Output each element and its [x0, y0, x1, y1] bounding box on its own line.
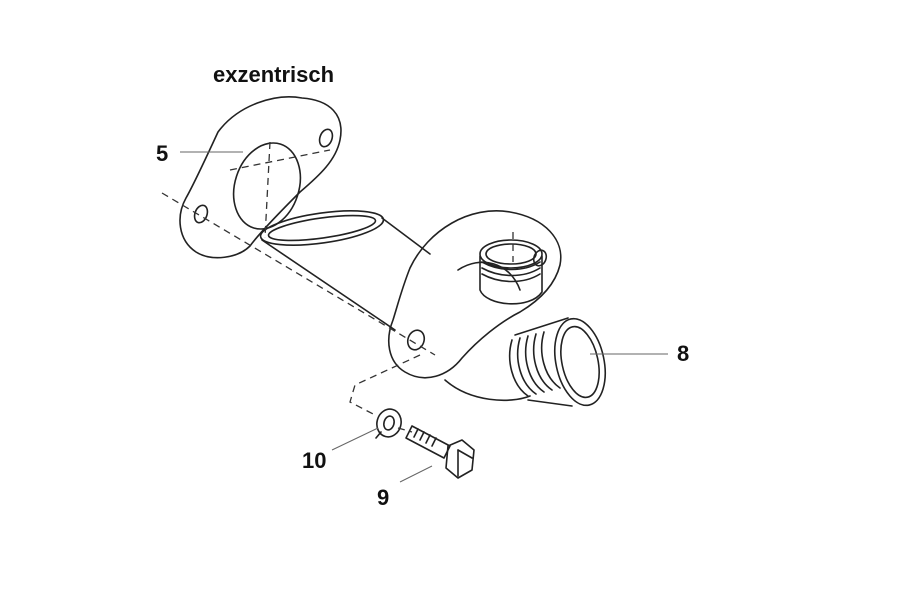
callout-label-5: 5 — [156, 141, 169, 166]
bolt-head — [445, 439, 475, 479]
assembly-axis-fastener — [349, 354, 421, 416]
housing-flange-hole — [406, 329, 426, 351]
callout-label-8: 8 — [677, 341, 690, 366]
gasket-flange-part-5 — [179, 96, 342, 259]
callout-label-10: 10 — [302, 448, 327, 473]
bolt-shank — [405, 425, 451, 459]
diagram-title-exzentrisch: exzentrisch — [213, 62, 335, 87]
gasket-bolt-hole-bottom — [193, 204, 209, 224]
leader-line-9 — [399, 465, 433, 483]
assembly-axis-main — [161, 192, 436, 356]
leader-line-10 — [331, 427, 379, 451]
assembly-axis-gasket-bore — [264, 141, 271, 239]
outlet-threaded-nipple — [508, 317, 606, 407]
callout-label-9: 9 — [377, 485, 390, 510]
gasket-center-bore — [232, 142, 302, 230]
hex-bolt-part-9 — [405, 425, 475, 479]
lock-washer-part-10 — [375, 408, 402, 439]
outlet-bore — [554, 317, 606, 407]
inlet-pipe — [259, 210, 431, 331]
gasket-outline — [179, 96, 342, 259]
housing-flange — [387, 210, 562, 379]
gasket-bolt-hole-top — [318, 128, 334, 148]
housing-part-8 — [387, 210, 606, 407]
top-threaded-port — [479, 239, 543, 305]
